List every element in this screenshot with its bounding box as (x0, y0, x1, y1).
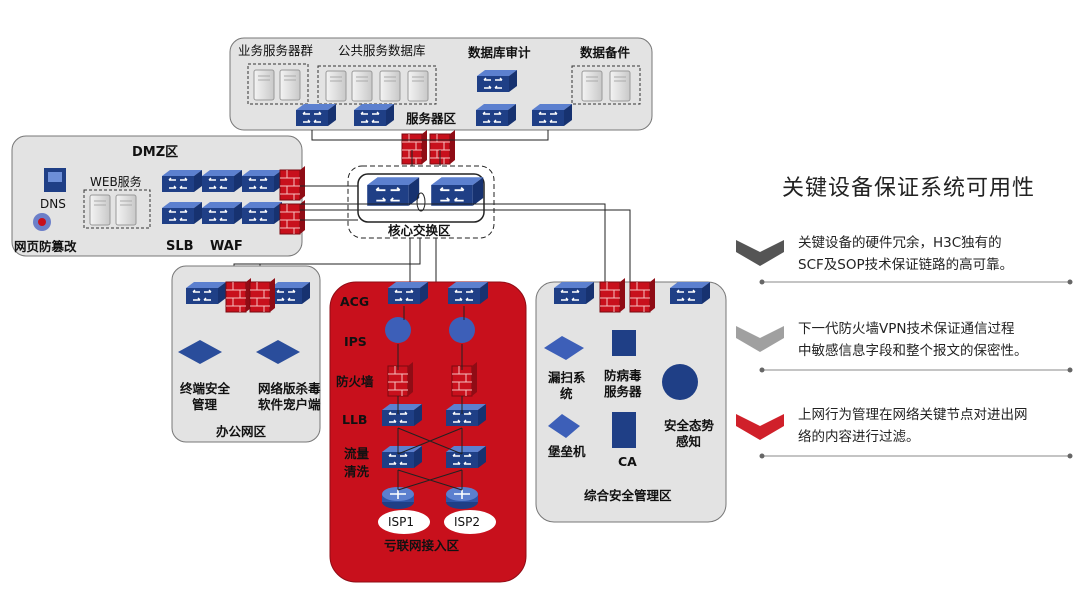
point-3-line2: 络的内容进行过滤。 (798, 429, 920, 445)
label-internet: 亏联网接入区 (384, 538, 460, 553)
label-flow-a: 流量 (344, 446, 370, 461)
label-secmgmt: 综合安全管理区 (584, 488, 672, 503)
label-terminal-b: 管理 (192, 397, 218, 412)
label-situation-b: 感知 (676, 434, 701, 449)
point-3-line1: 上网行为管理在网络关键节点对进出网 (798, 407, 1028, 423)
point-1-line2: SCF及SOP技术保证链路的高可靠。 (798, 257, 1014, 273)
label-scan-a: 漏扫系 (548, 370, 586, 385)
chevron-icon-1 (736, 240, 784, 266)
label-public-db: 公共服务数据库 (338, 43, 426, 58)
label-dmz: DMZ区 (132, 145, 178, 160)
label-isp2: ISP2 (454, 515, 480, 529)
label-av-server-b: 服务器 (604, 384, 642, 399)
label-slb: SLB (166, 239, 194, 254)
label-waf: WAF (210, 239, 243, 254)
point-1: 关键设备的硬件冗余，H3C独有的 SCF及SOP技术保证链路的高可靠。 (798, 232, 1068, 276)
label-acg: ACG (340, 294, 369, 309)
label-av-server-a: 防病毒 (604, 368, 642, 383)
label-web: WEB服务 (90, 174, 142, 189)
label-flow-b: 清洗 (344, 464, 370, 479)
point-2: 下一代防火墙VPN技术保证通信过程 中敏感信息字段和整个报文的保密性。 (798, 318, 1068, 362)
label-fw: 防火墙 (336, 374, 374, 389)
label-scan-b: 统 (560, 386, 573, 401)
label-db-audit: 数据库审计 (467, 45, 531, 60)
point-1-line1: 关键设备的硬件冗余，H3C独有的 (798, 235, 1002, 251)
chevron-icon-3 (736, 414, 784, 440)
label-core: 核心交换区 (388, 223, 451, 238)
label-isp1: ISP1 (388, 515, 414, 529)
label-situation-a: 安全态势 (664, 418, 715, 433)
office-zone (171, 265, 321, 443)
label-office: 办公网区 (216, 424, 267, 439)
point-3: 上网行为管理在网络关键节点对进出网 络的内容进行过滤。 (798, 404, 1068, 448)
label-llb: LLB (342, 412, 367, 427)
label-ca: CA (618, 454, 637, 469)
side-title: 关键设备保证系统可用性 (782, 176, 1036, 201)
label-dns: DNS (40, 197, 66, 211)
point-2-line1: 下一代防火墙VPN技术保证通信过程 (798, 321, 1015, 337)
label-terminal-a: 终端安全 (180, 381, 231, 396)
internet-zone (329, 281, 527, 583)
secmgmt-zone (535, 281, 727, 523)
label-backup: 数据备件 (579, 45, 631, 60)
label-ips: IPS (344, 334, 367, 349)
label-av-a: 网络版杀毒 (258, 381, 321, 396)
label-bastion: 堡垒机 (548, 444, 586, 459)
label-server-zone: 服务器区 (406, 111, 457, 126)
label-tamper: 网页防篡改 (14, 239, 77, 254)
point-2-line2: 中敏感信息字段和整个报文的保密性。 (798, 343, 1028, 359)
label-av-b: 软件宠户端 (258, 397, 321, 412)
chevron-icon-2 (736, 326, 784, 352)
label-business-servers: 业务服务器群 (238, 43, 314, 58)
